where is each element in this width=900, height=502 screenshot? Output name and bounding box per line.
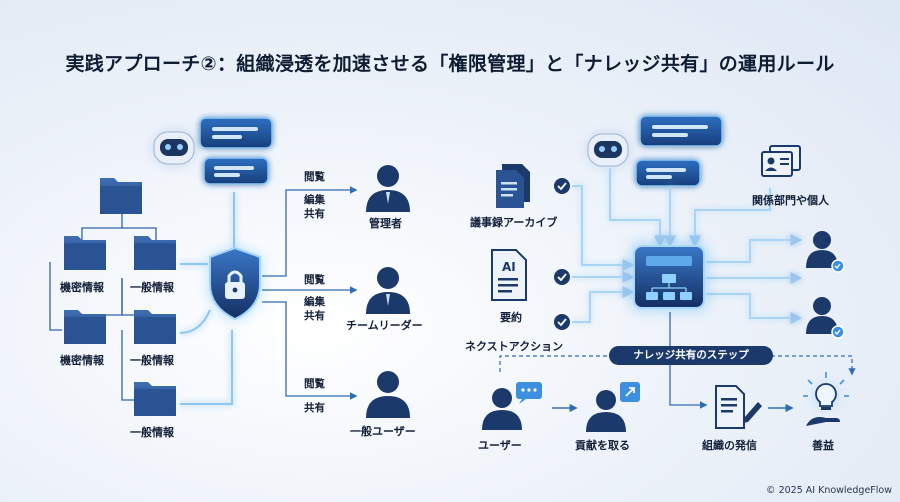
check-icon <box>554 269 570 285</box>
folder-icon <box>134 236 176 270</box>
permission-item: 編集 <box>304 296 325 308</box>
svg-text:AI: AI <box>502 260 516 274</box>
hub-connectors <box>572 168 803 324</box>
permission-list: 閲覧 <box>304 273 325 287</box>
permission-item: 共有 <box>304 208 325 220</box>
shield-lock-icon <box>208 246 262 322</box>
folder-icon <box>64 236 106 270</box>
person-icon <box>366 165 410 212</box>
copyright-text: © 2025 AI KnowledgeFlow <box>766 485 892 496</box>
document-icon <box>496 164 530 208</box>
permission-list: 共有 <box>304 401 325 415</box>
permission-item: 閲覧 <box>304 171 325 183</box>
source-label: 議事録アーカイブ <box>470 216 558 229</box>
chat-bubble-icon <box>199 117 273 185</box>
folder-label: 一般情報 <box>130 354 174 367</box>
step-label: 貢献を取る <box>575 439 630 452</box>
folder-icon <box>134 382 176 416</box>
step-label: 組織の発信 <box>702 439 757 452</box>
permission-item: 閲覧 <box>304 378 325 390</box>
folder-icon <box>100 178 142 214</box>
permission-item: 閲覧 <box>304 274 325 286</box>
source-label: ネクストアクション <box>465 340 564 353</box>
person-icon <box>586 382 640 432</box>
folder-label: 一般情報 <box>130 426 174 439</box>
permission-list: 編集 共有 <box>304 295 325 323</box>
permission-item: 共有 <box>304 310 325 322</box>
folder-label: 一般情報 <box>130 281 174 294</box>
step-label: 善益 <box>812 439 834 452</box>
chat-bubble-icon <box>635 115 723 187</box>
targets-label: 関係部門や個人 <box>752 194 829 207</box>
permission-list: 閲覧 <box>304 170 325 184</box>
source-label: 要約 <box>500 311 522 324</box>
person-icon <box>366 371 410 418</box>
folder-label: 機密情報 <box>60 281 104 294</box>
lightbulb-icon <box>803 372 849 426</box>
document-icon: AI <box>491 249 527 301</box>
steps-title-pill: ナレッジ共有のステップ <box>609 346 773 365</box>
check-icon <box>554 178 570 194</box>
person-icon <box>366 267 410 314</box>
document-icon <box>715 385 762 429</box>
glow-connectors <box>179 192 235 405</box>
folder-icon <box>134 310 176 344</box>
role-label: チームリーダー <box>346 319 423 332</box>
hub-to-steps-arrow <box>669 312 708 409</box>
permission-item: 編集 <box>304 194 325 206</box>
person-icon <box>482 382 542 430</box>
page-title: 実践アプローチ②：組織浸透を加速させる「権限管理」と「ナレッジ共有」の運用ルール <box>65 53 835 75</box>
folder-label: 機密情報 <box>60 354 104 367</box>
permission-item: 共有 <box>304 402 325 414</box>
role-label: 管理者 <box>369 217 402 230</box>
permission-list: 閲覧 <box>304 377 325 391</box>
step-label: ユーザー <box>478 439 522 452</box>
permission-list: 編集 共有 <box>304 193 325 221</box>
check-icon <box>554 314 570 330</box>
role-label: 一般ユーザー <box>350 425 416 438</box>
folder-icon <box>64 310 106 344</box>
person-icon <box>806 231 845 273</box>
role-arrows <box>262 186 358 400</box>
hub-icon <box>630 242 708 312</box>
robot-icon <box>586 132 630 168</box>
robot-icon <box>152 130 196 166</box>
person-icon <box>806 297 845 339</box>
contact-card-icon <box>761 145 801 177</box>
